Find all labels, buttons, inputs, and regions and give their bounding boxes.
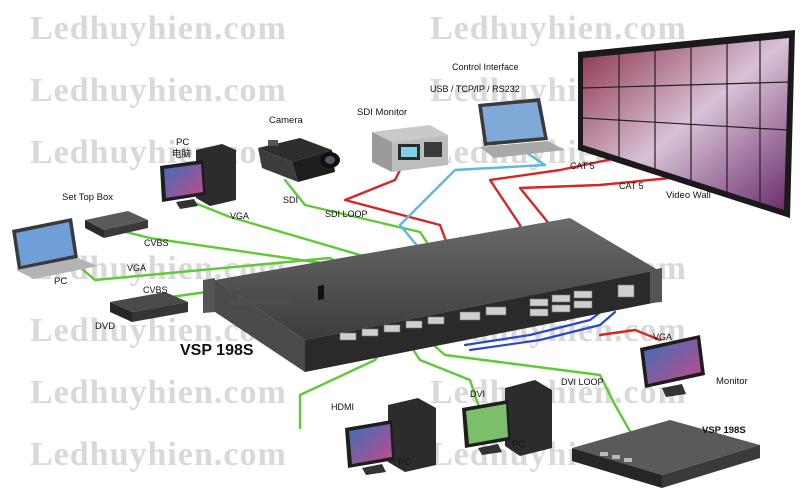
control-laptop (478, 98, 565, 158)
label-processor-main: VSP 198S (180, 342, 254, 359)
pc-bottom-left (345, 398, 436, 475)
cable-dvi-loop (428, 340, 637, 442)
monitor-right (640, 335, 705, 397)
label-pc-bottom-left: PC (398, 457, 412, 468)
label-video-wall: Video Wall (666, 190, 711, 201)
label-pc-top: PC (176, 137, 190, 148)
cable-label-cat5-a: CAT 5 (570, 161, 595, 171)
label-control-protocols: USB / TCP/IP / RS232 (430, 84, 520, 94)
cable-label-sdi: SDI (283, 195, 299, 205)
sdi-monitor (372, 125, 448, 172)
camera (258, 138, 340, 182)
label-dvd: DVD (95, 321, 116, 332)
cable-label-cvbs-top: CVBS (144, 238, 169, 248)
label-pc-top-cn: 电脑 (172, 149, 192, 160)
video-wall (578, 30, 795, 218)
cable-internal-b (468, 310, 617, 352)
cable-label-vga-top: VGA (230, 211, 250, 221)
label-processor-secondary: VSP 198S (702, 425, 746, 436)
dvd-player (110, 292, 188, 322)
cable-label-dvi: DVI (470, 389, 486, 399)
cable-dvi (408, 343, 482, 412)
cable-label-dvi-loop: DVI LOOP (561, 377, 604, 387)
pc-bottom-right (462, 380, 552, 456)
cable-label-cat5-b: CAT 5 (619, 181, 644, 191)
cable-label-sdi-loop: SDI LOOP (325, 209, 368, 219)
set-top-box (85, 211, 148, 238)
secondary-processor (572, 420, 760, 488)
label-pc-bottom-right: PC (512, 439, 526, 450)
cable-label-vga-monitor: VGA (653, 332, 673, 342)
cable-label-cvbs-left: CVBS (143, 285, 168, 295)
main-processor (203, 218, 662, 372)
cable-label-hdmi: HDMI (331, 402, 354, 412)
label-camera: Camera (269, 115, 303, 126)
label-monitor: Monitor (716, 376, 748, 387)
cable-label-vga-left: VGA (127, 263, 147, 273)
label-pc-left: PC (54, 276, 68, 287)
cable-vga-monitor (598, 328, 662, 342)
label-sdi-monitor: SDI Monitor (357, 107, 408, 118)
label-set-top-box: Set Top Box (62, 192, 114, 203)
pc-left-laptop (12, 218, 98, 279)
label-control-interface: Control Interface (452, 62, 519, 72)
pc-top (160, 144, 236, 209)
